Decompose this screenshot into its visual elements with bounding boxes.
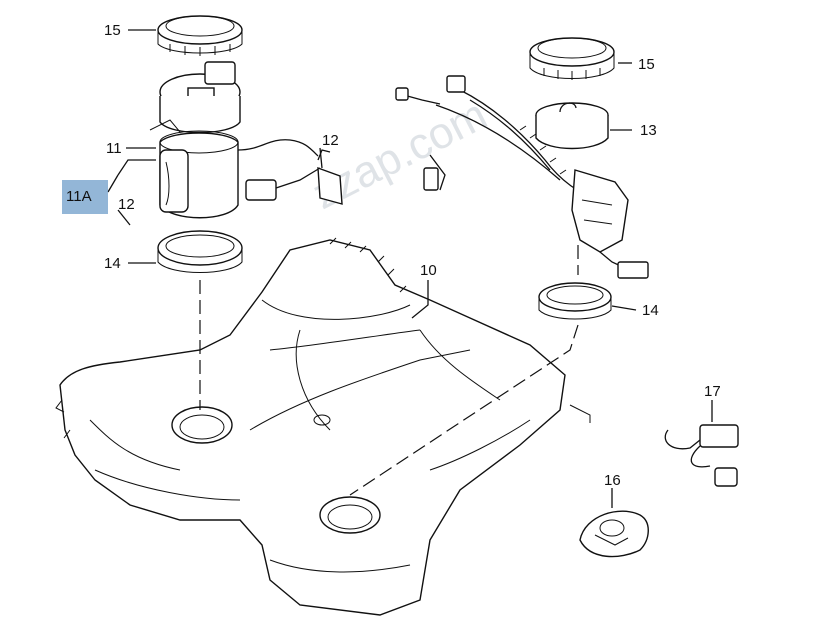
callout-15-right[interactable]: 15	[638, 56, 655, 73]
wiring-harness-part-17[interactable]	[664, 424, 739, 487]
callout-11a-highlight	[62, 180, 108, 214]
callout-16[interactable]: 16	[604, 472, 621, 489]
callout-12-right[interactable]: 12	[322, 132, 339, 149]
assembly-axis-right	[349, 245, 579, 496]
pump-flange-part-13[interactable]	[535, 102, 609, 150]
callout-14-right[interactable]: 14	[642, 302, 659, 319]
locking-ring-part-15-left[interactable]	[157, 15, 243, 56]
fuel-level-sender-part-12[interactable]	[317, 149, 343, 205]
seal-ring-part-14-left[interactable]	[157, 230, 243, 273]
fuel-pump-module-part-11[interactable]	[149, 61, 321, 219]
callout-10[interactable]: 10	[420, 262, 437, 279]
suction-jet-pump-assembly[interactable]	[395, 75, 649, 279]
seal-ring-part-14-right[interactable]	[538, 282, 612, 320]
callout-15-left[interactable]: 15	[104, 22, 121, 39]
callout-12-left[interactable]: 12	[118, 196, 135, 213]
fuel-tank-part-10[interactable]	[55, 237, 591, 616]
gasket-part-16[interactable]	[579, 510, 649, 558]
callout-13[interactable]: 13	[640, 122, 657, 139]
callout-leaders	[107, 29, 713, 508]
callout-11[interactable]: 11	[106, 140, 122, 157]
callout-17[interactable]: 17	[704, 383, 721, 400]
callout-14-left[interactable]: 14	[104, 255, 121, 272]
callout-11a[interactable]: 11A	[66, 188, 92, 205]
locking-ring-part-15-right[interactable]	[529, 37, 615, 80]
